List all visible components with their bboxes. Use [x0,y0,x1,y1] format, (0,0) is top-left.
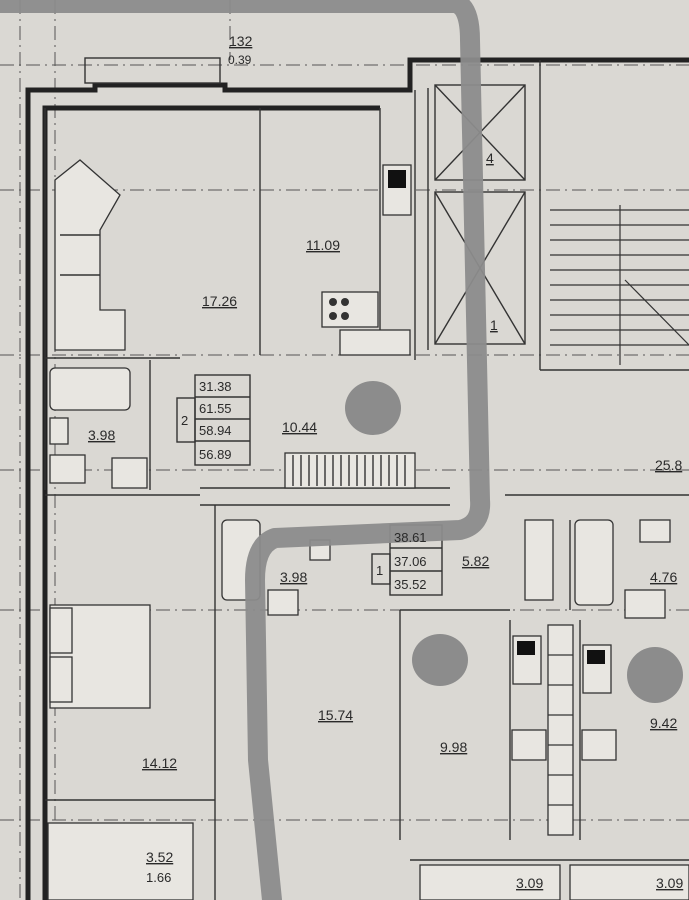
apt-2-value: 56.89 [199,447,232,462]
apt-1-value: 35.52 [394,577,427,592]
loggia-1-area: 3.09 [516,875,543,891]
kitchen-appliances [321,164,412,356]
hall-2-area: 10.44 [282,419,317,435]
shaft-2-label: 1 [490,317,498,333]
bedroom-bed [49,604,151,709]
bath-1-area: 3.98 [280,569,307,585]
marker-route-line [0,0,491,900]
kitchen-r1-area: 9.98 [440,739,467,755]
redaction-blob [627,647,683,703]
kitchen-area: 11.09 [306,237,340,253]
hall-stair [284,452,416,489]
apt-2-value: 31.38 [199,379,232,394]
apt-1-rooms: 1 [376,563,383,578]
hall-1-area: 5.82 [462,553,489,569]
apt-2-rooms: 2 [181,413,188,428]
plan-labels: 132 0.39 17.26 11.09 3.98 10.44 14.12 3.… [88,33,683,891]
redaction-marks [345,381,683,703]
living-room-area: 17.26 [202,293,237,309]
apt-2-value: 58.94 [199,423,232,438]
apt-2-value: 61.55 [199,401,232,416]
right-fixtures [47,519,689,900]
bedroom-area: 14.12 [142,755,177,771]
redaction-blob [412,634,468,686]
loggia-2-area: 3.09 [656,875,683,891]
apartment-table-2 [176,374,251,466]
living-room-furniture [54,159,126,351]
bath-2-area: 3.98 [88,427,115,443]
kitchen-r2-area: 9.42 [650,715,677,731]
corridor-area: 25.8 [655,457,682,473]
balcony-top-area: 132 [229,33,253,49]
shaft-1-label: 4 [486,150,494,166]
interior-walls [44,60,689,900]
balcony-bottom-coef: 1.66 [146,870,171,885]
bathroom-fixtures-2 [49,367,148,489]
stairwell [550,205,689,365]
apt-1-value: 37.06 [394,554,427,569]
apt-1-value: 38.61 [394,530,427,545]
bath-r-area: 4.76 [650,569,677,585]
balcony-top-coef: 0.39 [228,53,252,67]
redaction-blob [345,381,401,435]
balcony-bottom-area: 3.52 [146,849,173,865]
room-1-area: 15.74 [318,707,353,723]
